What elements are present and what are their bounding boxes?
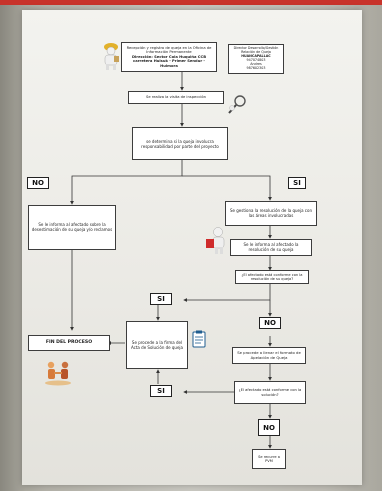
box-recepcion-registro: Recepción y registro de queja en la Ofic… (121, 42, 217, 72)
decision-si-top: SI (288, 177, 306, 189)
construction-worker-icon (104, 43, 119, 70)
box-firma-acta: Se procede a la firma del Acta de Soluci… (126, 321, 188, 369)
box-responsables: Director Desarrollo/Gestión Relación de … (228, 44, 284, 74)
magnifier-icon (228, 95, 246, 114)
clipboard-icon (192, 330, 206, 348)
box-recurre-pvm: Se recurre a PVM (252, 449, 286, 469)
red-top-strip (0, 0, 382, 5)
box-conforme-solucion: ¿El afectado está conforme con la soluci… (234, 381, 306, 404)
decision-si-mid: SI (150, 293, 172, 305)
worker-with-box-icon (206, 227, 225, 254)
box-fin-proceso: FIN DEL PROCESO (28, 335, 110, 351)
handshake-people-icon (45, 361, 71, 386)
decision-no-low: NO (258, 419, 280, 436)
box-conforme-resolucion: ¿El afectado está conforme con la resolu… (235, 270, 309, 284)
decision-no-top: NO (27, 177, 49, 189)
box-gestiona-resolucion: Se gestiona la resolución de la queja co… (225, 201, 317, 226)
box-determina-responsabilidad: se determina si la queja involucra respo… (132, 127, 228, 160)
box-visita-inspeccion: Se realiza la visita de inspección (128, 91, 224, 104)
box-llenar-apelacion: Se procede a llenar el formato de Apelac… (232, 347, 306, 364)
wall-shadow (0, 0, 26, 491)
box-informa-desestimacion: Se le informa al afectado sobre la deses… (28, 205, 116, 250)
decision-si-low: SI (150, 385, 172, 397)
decision-no-mid: NO (259, 317, 281, 329)
box-informa-resolucion: Se le informa al afectado la resolución … (230, 239, 312, 256)
